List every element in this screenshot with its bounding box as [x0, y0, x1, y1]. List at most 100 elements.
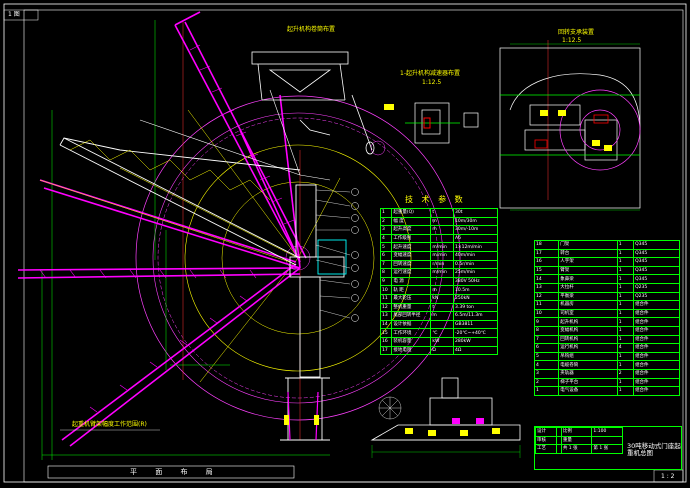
- bom-cell: 1: [616, 248, 635, 259]
- spec-cell: 轨 距: [391, 285, 432, 295]
- tb-cell: 工艺: [535, 444, 557, 454]
- spec-cell: A6: [453, 233, 498, 244]
- spec-cell: 装机容量: [391, 336, 432, 347]
- bottom-bar: [47, 465, 295, 479]
- spec-cell: m: [430, 225, 455, 235]
- bom-cell: 12: [533, 291, 560, 302]
- bom-cell: 1: [616, 274, 635, 284]
- bom-cell: 11: [533, 300, 560, 310]
- tb-row: 工艺共 1 张第 1 张: [535, 444, 623, 454]
- portal-gantry: [280, 184, 345, 441]
- spec-cell: 17: [379, 345, 393, 356]
- tb-cell: 1:100: [591, 427, 623, 437]
- spec-cell: 10: [379, 285, 393, 295]
- bom-cell: 组合件: [633, 360, 680, 370]
- bom-cell: 组合件: [633, 325, 680, 336]
- leg-markers: [284, 415, 319, 425]
- spec-cell: 起重量(Q): [391, 208, 432, 218]
- spec-cell: m: [430, 311, 455, 321]
- spec-cell: kN: [430, 293, 455, 304]
- bom-cell: 1: [616, 308, 635, 319]
- spec-cell: 16: [379, 336, 393, 347]
- bottom-right-tag: 1 : 2: [661, 473, 675, 480]
- bom-cell: 16: [533, 257, 560, 267]
- spec-cell: 尾部回转半径: [391, 311, 432, 321]
- bom-cell: 机器房: [558, 300, 618, 310]
- tail-radius-circle: [221, 181, 375, 335]
- spec-cell: 40m/min: [453, 250, 498, 261]
- spec-cell: 15: [379, 328, 393, 338]
- bom-cell: 2: [533, 377, 560, 388]
- detail-c-scale: 1:12.5: [562, 37, 582, 44]
- spec-cell: 2: [379, 216, 393, 227]
- spec-cell: 10m/30m: [453, 216, 498, 227]
- tb-cell: 设计: [535, 427, 557, 437]
- bom-cell: 组合件: [633, 386, 680, 396]
- spec-cell: [430, 276, 455, 287]
- bom-cell: 电缆卷筒: [558, 360, 618, 370]
- spec-cell: -20℃~+40℃: [453, 328, 498, 338]
- spec-cell: m: [430, 285, 455, 295]
- spec-cell: [430, 319, 455, 330]
- tb-cell: [591, 435, 623, 446]
- tb-cell: 比例: [560, 427, 593, 437]
- spec-cell: 最大轮压: [391, 293, 432, 304]
- spec-cell: 回转速度: [391, 259, 432, 270]
- spec-cell: 整机重量: [391, 302, 432, 313]
- spec-table-title: 技 术 参 数: [405, 195, 466, 204]
- bom-cell: 臂架: [558, 265, 618, 276]
- spec-cell: 0.5r/min: [453, 259, 498, 270]
- detail-reducer: [405, 102, 479, 144]
- spec-cell: 4Ω: [453, 345, 498, 356]
- bom-cell: 1: [616, 291, 635, 302]
- bom-cell: 4: [533, 360, 560, 370]
- bottom-right-tag-box: [653, 469, 684, 483]
- bom-cell: 17: [533, 248, 560, 259]
- operator-cab: [317, 239, 347, 275]
- bom-cell: 1: [616, 377, 635, 388]
- marker-yellow: [384, 104, 394, 110]
- bom-cell: 1: [533, 386, 560, 396]
- spec-cell: [430, 233, 455, 244]
- spec-cell: 3: [379, 225, 393, 235]
- detail-base: [370, 377, 521, 441]
- bom-cell: 转台: [558, 248, 618, 259]
- detail-b-title: 1-起升机构减速器布置: [400, 70, 460, 77]
- spec-cell: r/min: [430, 259, 455, 270]
- bom-cell: 4: [616, 343, 635, 353]
- bom-cell: 7: [533, 334, 560, 345]
- top-left-tag: 1 图: [8, 11, 20, 18]
- bom-cell: 1: [616, 300, 635, 310]
- bottom-bar-label: 平 面 布 局: [130, 468, 221, 476]
- bom-cell: 3: [533, 368, 560, 379]
- bom-cell: Q345: [633, 248, 680, 259]
- bom-cell: 运行机构: [558, 343, 618, 353]
- bom-cell: Q235: [633, 282, 680, 293]
- spec-cell: 设计依据: [391, 319, 432, 330]
- spec-cell: 6: [379, 250, 393, 261]
- spec-cell: 1×12m/min: [453, 242, 498, 252]
- bom-cell: 组合件: [633, 317, 680, 327]
- bom-cell: 电气设备: [558, 386, 618, 396]
- bom-cell: 人字架: [558, 257, 618, 267]
- bom-cell: 1: [616, 257, 635, 267]
- bom-cell: 8: [533, 325, 560, 336]
- bom-cell: 15: [533, 265, 560, 276]
- bom-cell: 司机室: [558, 308, 618, 319]
